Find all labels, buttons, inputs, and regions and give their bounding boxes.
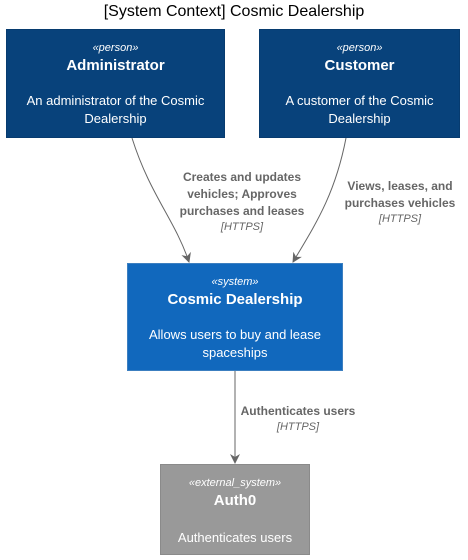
node-stereotype: «external_system» [188,477,282,489]
system-cosmic-dealership[interactable]: «system» Cosmic Dealership Allows users … [127,263,343,371]
node-description: Allows users to buy and lease spaceships [149,327,321,360]
edge-label-admin-to-system: Creates and updates vehicles; Approves p… [166,169,318,235]
edge-label-text: Views, leases, and purchases vehicles [344,179,456,210]
edge-label-text: Authenticates users [240,404,356,418]
node-stereotype: «system» [211,276,259,288]
edge-label-system-to-auth: Authenticates users [HTTPS] [226,403,370,435]
node-name: Customer [324,57,395,74]
edge-technology: [HTTPS] [276,421,320,433]
node-stereotype: «person» [92,42,139,54]
edge-label-text: Creates and updates vehicles; Approves p… [179,170,305,218]
edge-technology: [HTTPS] [220,221,264,233]
node-description: Authenticates users [177,530,293,545]
node-description: A customer of the Cosmic Dealership [285,93,434,126]
edge-technology: [HTTPS] [378,213,422,225]
node-name: Administrator [66,57,165,74]
edge-label-customer-to-system: Views, leases, and purchases vehicles [H… [334,178,466,227]
edge-customer-to-system [292,137,347,263]
node-name: Cosmic Dealership [167,291,303,308]
node-name: Auth0 [213,492,257,509]
person-administrator[interactable]: «person» Administrator An administrator … [6,29,225,138]
edge-admin-to-system [131,137,191,263]
diagram-title: [System Context] Cosmic Dealership [103,3,365,20]
node-stereotype: «person» [336,42,383,54]
external-system-auth0[interactable]: «external_system» Auth0 Authenticates us… [160,464,310,555]
person-customer[interactable]: «person» Customer A customer of the Cosm… [259,29,460,138]
node-description: An administrator of the Cosmic Dealershi… [26,93,205,126]
